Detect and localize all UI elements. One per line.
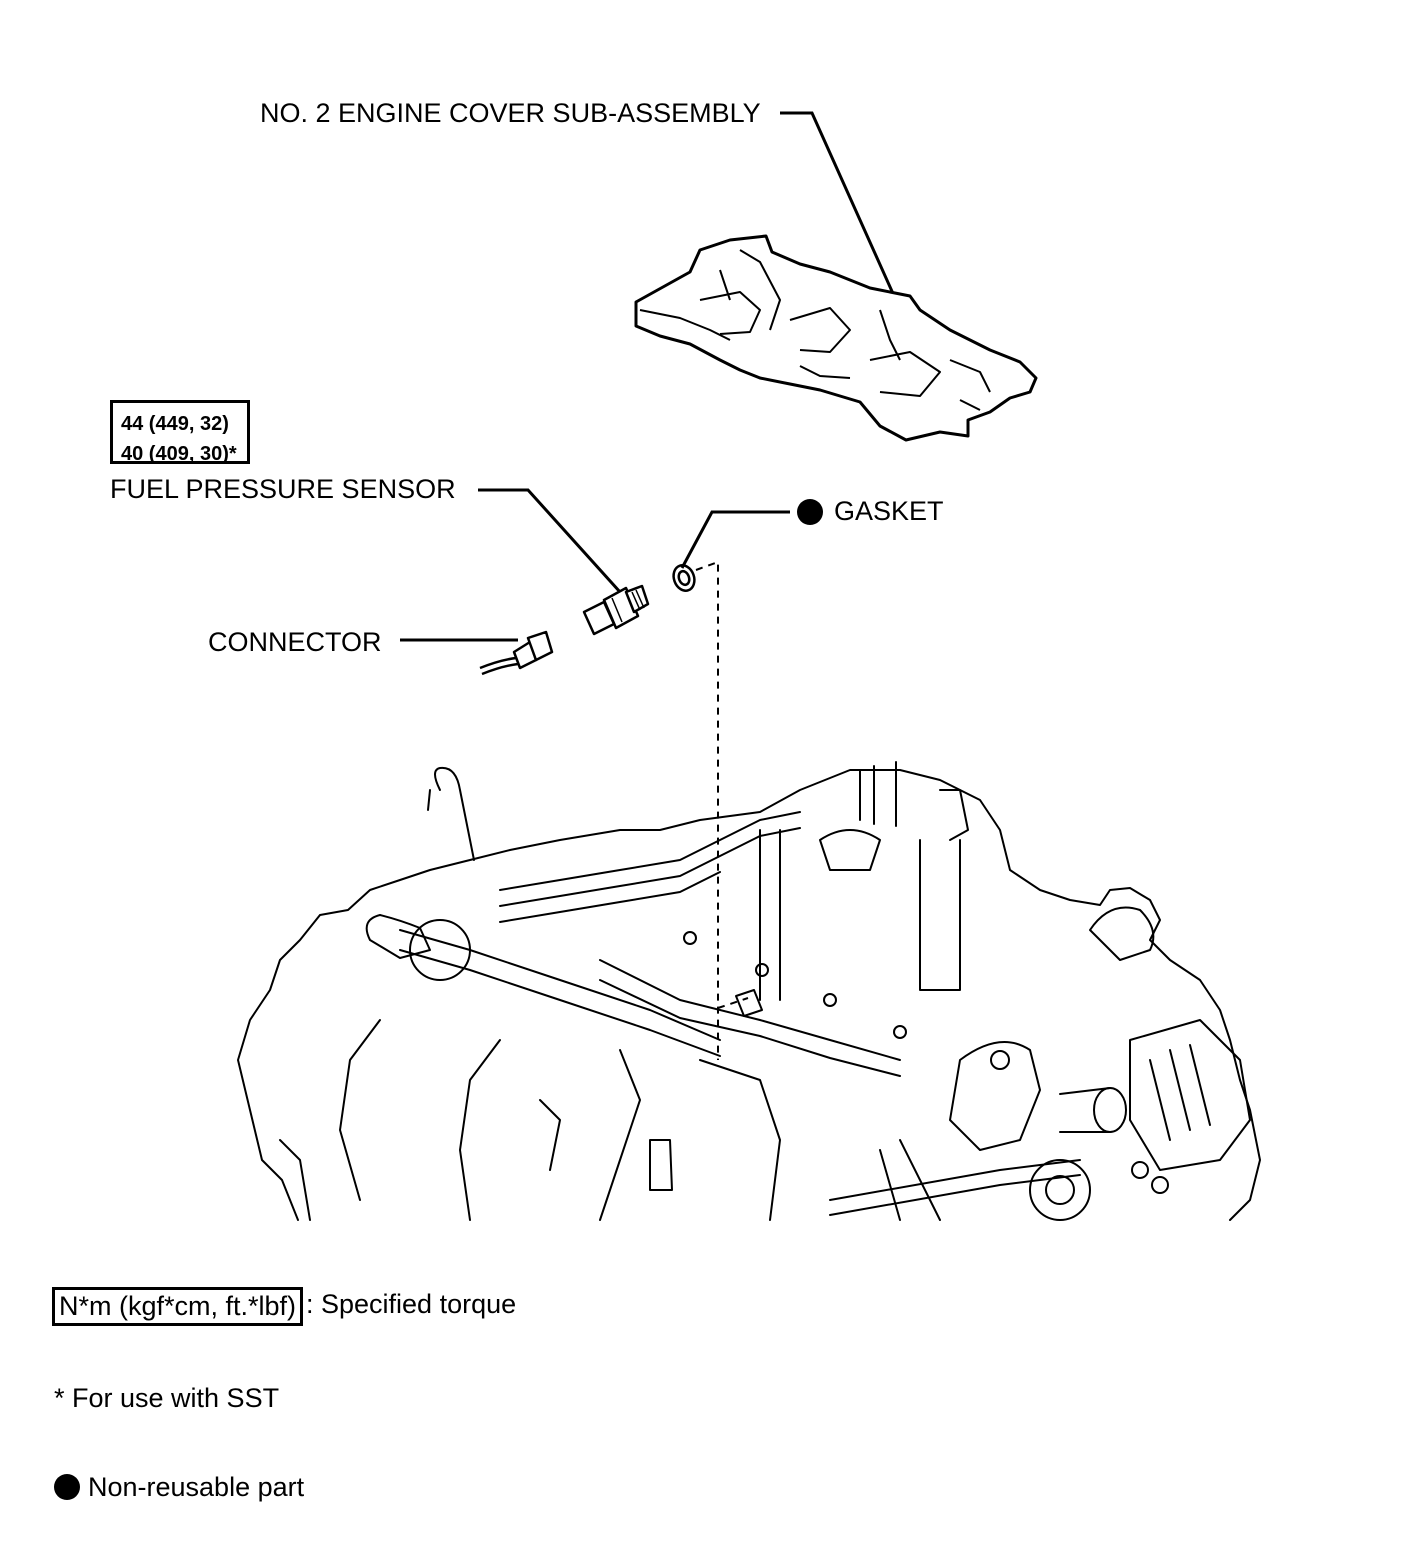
torque-unit-box: N*m (kgf*cm, ft.*lbf): [52, 1287, 304, 1326]
gasket-label: GASKET: [834, 496, 944, 526]
engine-drawing: [237, 761, 1261, 1221]
engine-cover-leader: [780, 111, 897, 299]
torque-spec-box: 44 (449, 32) 40 (409, 30)*: [110, 400, 250, 465]
torque-spec-line-1: 44 (449, 32): [121, 413, 229, 435]
gasket-drawing: [672, 564, 696, 592]
install-axis: [695, 560, 749, 1060]
torque-spec-line-2: 40 (409, 30)*: [121, 443, 237, 465]
fuel-pressure-sensor-leader: [478, 488, 622, 594]
connector-label: CONNECTOR: [208, 627, 382, 657]
torque-legend-description: : Specified torque: [306, 1289, 517, 1319]
sst-note: * For use with SST: [54, 1383, 280, 1413]
gasket-leader: [680, 510, 790, 569]
fuel-pressure-sensor-drawing: [582, 584, 650, 636]
non-reusable-legend-icon: [54, 1474, 80, 1500]
leader-lines: [400, 111, 897, 642]
fuel-pressure-sensor-label: FUEL PRESSURE SENSOR: [110, 474, 456, 504]
engine-cover-label: NO. 2 ENGINE COVER SUB-ASSEMBLY: [260, 98, 761, 128]
non-reusable-legend-label: Non-reusable part: [88, 1472, 305, 1502]
connector-drawing: [479, 630, 554, 676]
non-reusable-marker-icon: [797, 499, 823, 525]
engine-cover-drawing: [634, 234, 1038, 442]
